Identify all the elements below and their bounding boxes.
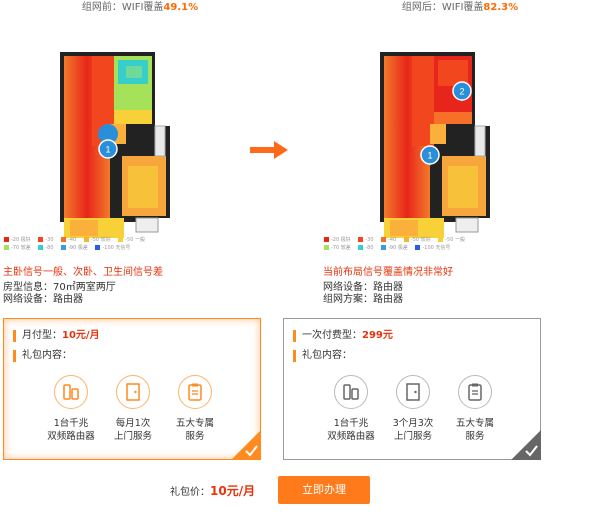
legend-item: -50 较好 (83, 236, 111, 244)
plan-card-onetime[interactable]: 一次付费型：299元 礼包内容： 1台千兆双频路由器 3个月3次上门服务 五大专… (283, 318, 541, 460)
router-icon (54, 375, 88, 409)
clipboard-icon (458, 375, 492, 409)
after-panel: 组网后：WIFI覆盖82.3% (320, 0, 600, 238)
legend-swatch (95, 245, 101, 250)
door-icon (396, 375, 430, 409)
legend-swatch (324, 245, 329, 250)
legend-item: -40 (61, 236, 76, 244)
legend-item: -50 一般 (438, 236, 465, 244)
gift-label: 礼包内容： (13, 350, 72, 362)
legend-swatch (415, 245, 421, 250)
before-panel: 组网前：WIFI覆盖49.1% (0, 0, 280, 238)
router-marker: 1 (98, 124, 119, 160)
before-info: 房型信息：70㎡两室两厅 网络设备：路由器 (3, 282, 116, 306)
legend-swatch (38, 245, 44, 250)
gift-label: 礼包内容： (293, 350, 352, 362)
legend-item: -80 (38, 244, 54, 252)
before-coverage-title: 组网前：WIFI覆盖49.1% (81, 2, 199, 13)
legend-item: -50 一般 (118, 236, 145, 244)
before-status-text: 主卧信号一般、次卧、卫生间信号差 (3, 267, 163, 278)
legend-swatch (438, 237, 444, 242)
legend-swatch (381, 245, 387, 250)
feature-exclusive: 五大专属服务 (444, 375, 506, 443)
signal-legend-before: -20 极好 -30 -40 -50 较好 -50 一般 -70 较差 -80 … (4, 236, 264, 252)
legend-item: -50 较好 (403, 236, 431, 244)
legend-swatch (381, 237, 387, 242)
info-line: 房型信息：70㎡两室两厅 (3, 282, 116, 293)
feature-service: 3个月3次上门服务 (382, 375, 444, 443)
after-coverage-title: 组网后：WIFI覆盖82.3% (401, 2, 519, 13)
legend-item: -20 极好 (4, 236, 31, 244)
door-icon (116, 375, 150, 409)
legend-swatch (118, 237, 124, 242)
svg-text:2: 2 (459, 87, 464, 97)
clipboard-icon (178, 375, 212, 409)
legend-item: -100 无信号 (415, 244, 450, 252)
router-marker: 1 (420, 145, 440, 166)
legend-swatch (4, 237, 9, 242)
legend-item: -20 极好 (324, 236, 351, 244)
order-now-button[interactable]: 立即办理 (278, 476, 370, 504)
arrow-right-icon (250, 141, 288, 159)
after-info: 网络设备：路由器 组网方案：路由器 (323, 282, 403, 306)
plan-card-monthly[interactable]: 月付型：10元/月 礼包内容： 1台千兆双频路由器 每月1次上门服务 五大专属服… (3, 318, 261, 460)
svg-text:1: 1 (105, 145, 110, 155)
legend-swatch (403, 237, 409, 242)
package-price: 礼包价：10元/月 (170, 484, 256, 498)
after-status-text: 当前布局信号覆盖情况非常好 (323, 267, 453, 278)
legend-item: -70 较差 (324, 244, 351, 252)
feature-exclusive: 五大专属服务 (164, 375, 226, 443)
info-line: 网络设备：路由器 (323, 282, 403, 293)
unselected-check-icon (511, 430, 541, 460)
legend-item: -70 较差 (4, 244, 31, 252)
legend-swatch (358, 245, 364, 250)
plan-type: 一次付费型：299元 (293, 330, 393, 342)
plan-price: 299元 (362, 330, 393, 341)
info-line: 组网方案：路由器 (323, 294, 403, 305)
legend-swatch (4, 245, 9, 250)
svg-text:1: 1 (427, 151, 432, 161)
legend-item: -30 (358, 236, 374, 244)
legend-swatch (61, 237, 67, 242)
feature-router: 1台千兆双频路由器 (40, 375, 102, 443)
feature-service: 每月1次上门服务 (102, 375, 164, 443)
legend-swatch (358, 237, 364, 242)
legend-item: -100 无信号 (95, 244, 130, 252)
legend-item: -80 (358, 244, 374, 252)
legend-swatch (38, 237, 44, 242)
legend-item: -90 极差 (381, 244, 408, 252)
legend-swatch (324, 237, 329, 242)
plan-type: 月付型：10元/月 (13, 330, 100, 342)
info-line: 网络设备：路由器 (3, 294, 83, 305)
router-marker-2: 2 (452, 81, 472, 102)
plan-price: 10元/月 (62, 330, 100, 341)
signal-legend-after: -20 极好 -30 -40 -50 较好 -50 一般 -70 较差 -80 … (324, 236, 584, 252)
before-floorplan: 1 (0, 18, 280, 238)
after-floorplan: 1 2 (320, 18, 600, 238)
legend-item: -40 (381, 236, 396, 244)
selected-check-icon (231, 430, 261, 460)
legend-swatch (83, 237, 89, 242)
router-icon (334, 375, 368, 409)
feature-router: 1台千兆双频路由器 (320, 375, 382, 443)
legend-item: -30 (38, 236, 54, 244)
legend-item: -90 极差 (61, 244, 88, 252)
legend-swatch (61, 245, 67, 250)
